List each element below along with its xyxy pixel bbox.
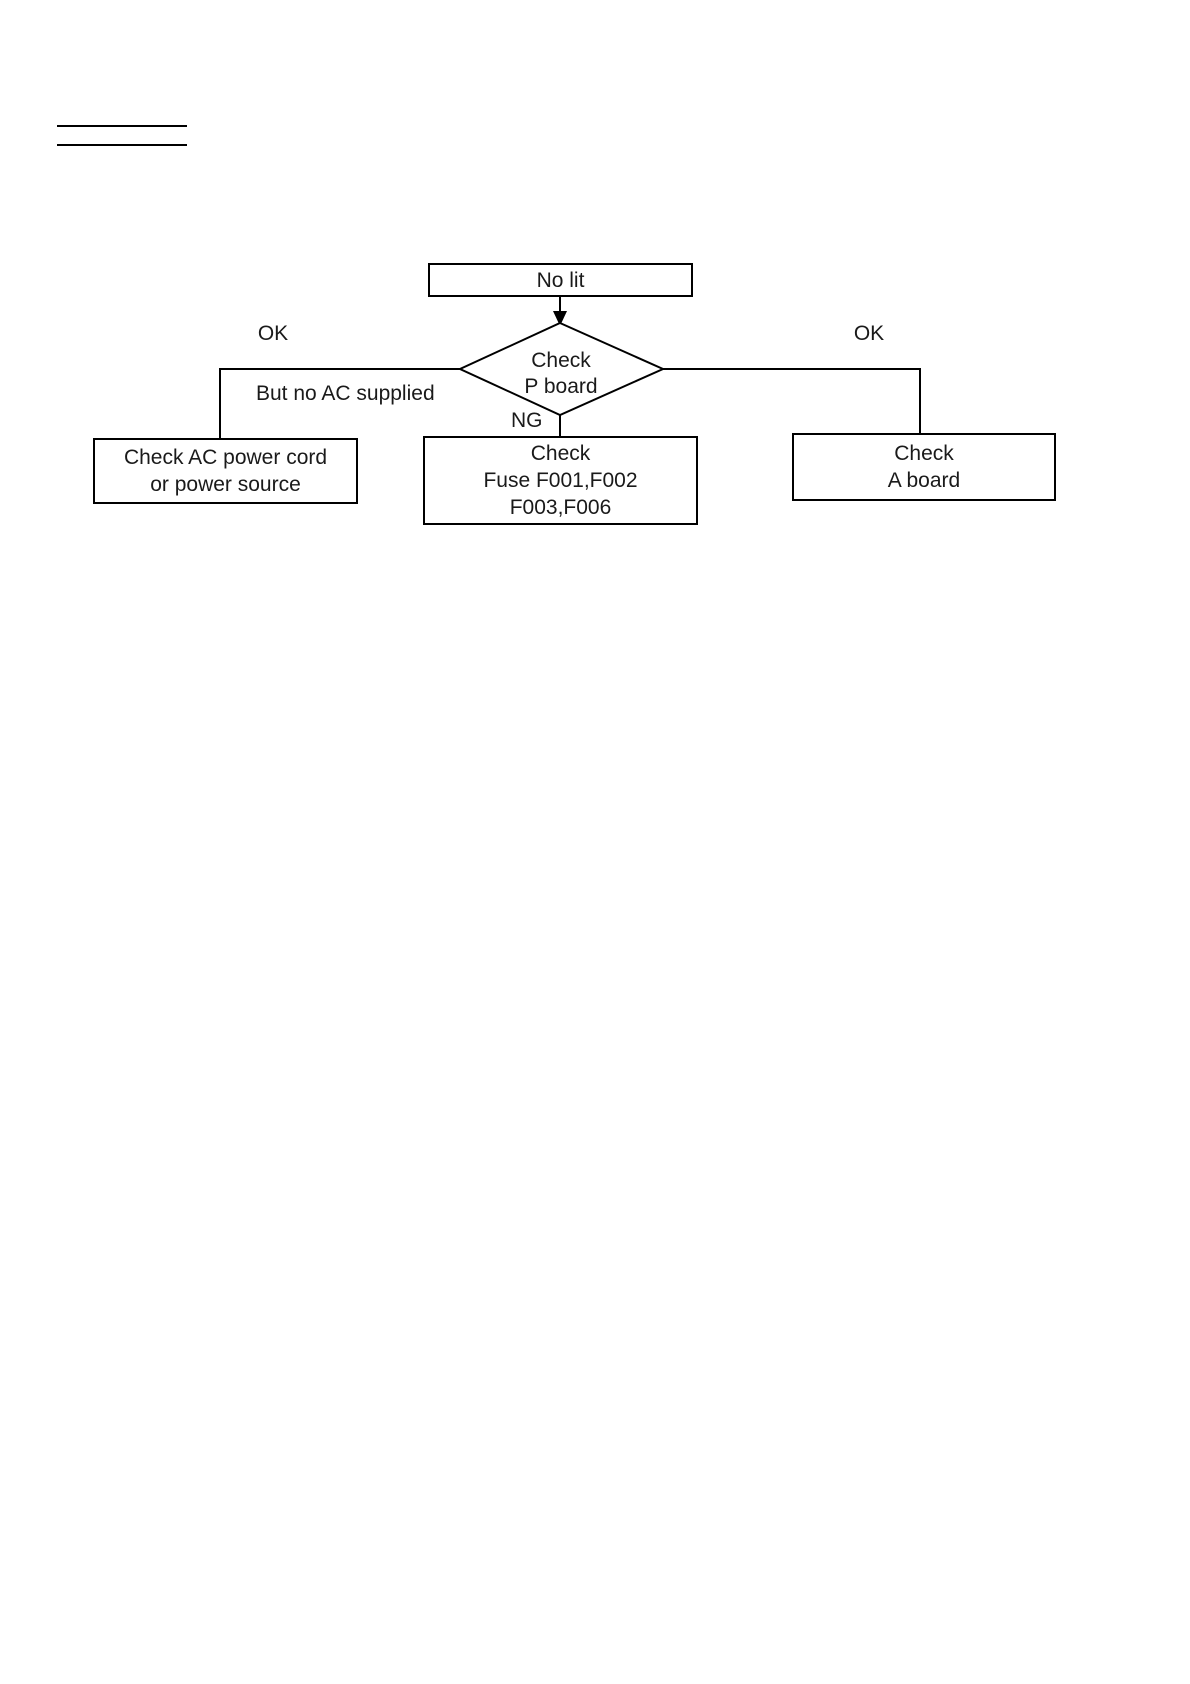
header-rule-bottom <box>57 144 187 146</box>
action-node-check-fuses: Check Fuse F001,F002 F003,F006 <box>423 436 698 525</box>
action-node-line1: Check <box>894 442 954 465</box>
header-rule-top <box>57 125 187 127</box>
start-node-no-lit: No lit <box>428 263 693 297</box>
edge-label-ok-left: OK <box>257 322 289 345</box>
action-node-line3: F003,F006 <box>509 496 612 519</box>
action-node-line1: Check <box>530 442 591 465</box>
decision-node-label: Check P board <box>461 348 661 400</box>
action-node-line2: or power source <box>150 473 301 496</box>
arrowhead-down-icon <box>553 311 567 326</box>
decision-label-line2: P board <box>524 375 598 398</box>
edge-label-condition: But no AC supplied <box>256 382 435 405</box>
decision-label-line1: Check <box>531 349 591 372</box>
action-node-line2: Fuse F001,F002 <box>483 469 638 492</box>
connector-right-branch <box>663 368 921 433</box>
action-node-line1: Check AC power cord <box>123 446 328 469</box>
edge-label-ok-right: OK <box>853 322 885 345</box>
action-node-line2: A board <box>887 469 961 492</box>
action-node-check-a-board: Check A board <box>792 433 1056 501</box>
connector-left-branch <box>219 368 460 438</box>
action-node-check-ac-power: Check AC power cord or power source <box>93 438 358 504</box>
edge-label-ng: NG <box>511 409 543 432</box>
start-node-label: No lit <box>536 268 585 292</box>
